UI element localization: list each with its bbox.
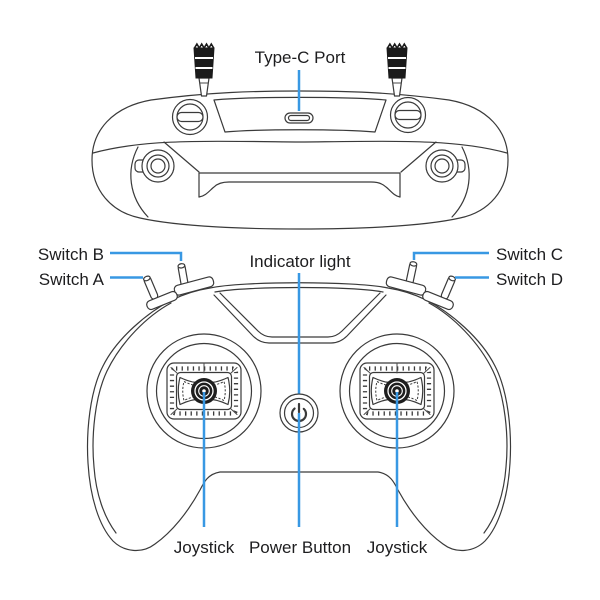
leader-lines xyxy=(110,70,489,527)
left-grip-crease xyxy=(130,146,149,218)
switch-mount-right-outer xyxy=(422,290,454,311)
rear-recess xyxy=(198,172,401,198)
left-bay-wall xyxy=(163,141,200,173)
right-grip-crease xyxy=(451,146,470,218)
label-type-c-port: Type-C Port xyxy=(255,48,346,67)
top-view-drawing xyxy=(91,42,509,230)
label-switch-b: Switch B xyxy=(38,245,104,264)
labels: Type-C Port Switch B Switch A Indicator … xyxy=(38,48,563,557)
antenna-left-icon xyxy=(193,42,215,97)
roller-right-icon xyxy=(425,149,466,183)
type-c-port-icon xyxy=(284,112,314,124)
dial-left-icon xyxy=(171,98,209,136)
right-grip-seam xyxy=(428,302,508,534)
label-switch-a: Switch A xyxy=(39,270,105,289)
leader-switch-b xyxy=(110,251,183,261)
label-power-button: Power Button xyxy=(249,538,351,557)
label-switch-d: Switch D xyxy=(496,270,563,289)
label-joystick-right: Joystick xyxy=(367,538,428,557)
right-bay-wall xyxy=(400,141,437,173)
label-indicator-light: Indicator light xyxy=(249,252,350,271)
switch-mount-left-inner xyxy=(173,276,215,296)
switch-mount-left-outer xyxy=(146,290,178,311)
switch-d-lever xyxy=(440,275,456,300)
switch-a-lever xyxy=(143,275,159,300)
label-switch-c: Switch C xyxy=(496,245,563,264)
top-panel xyxy=(213,96,387,133)
leader-switch-c xyxy=(412,251,489,260)
dial-right-icon xyxy=(389,96,427,134)
top-view-front-edge-line xyxy=(92,140,508,154)
switch-mount-right-inner xyxy=(385,276,427,296)
joystick-left-drawing xyxy=(146,333,262,449)
left-grip-seam xyxy=(92,302,172,534)
roller-left-icon xyxy=(134,149,175,183)
label-joystick-left: Joystick xyxy=(174,538,235,557)
antenna-right-icon xyxy=(386,43,408,97)
